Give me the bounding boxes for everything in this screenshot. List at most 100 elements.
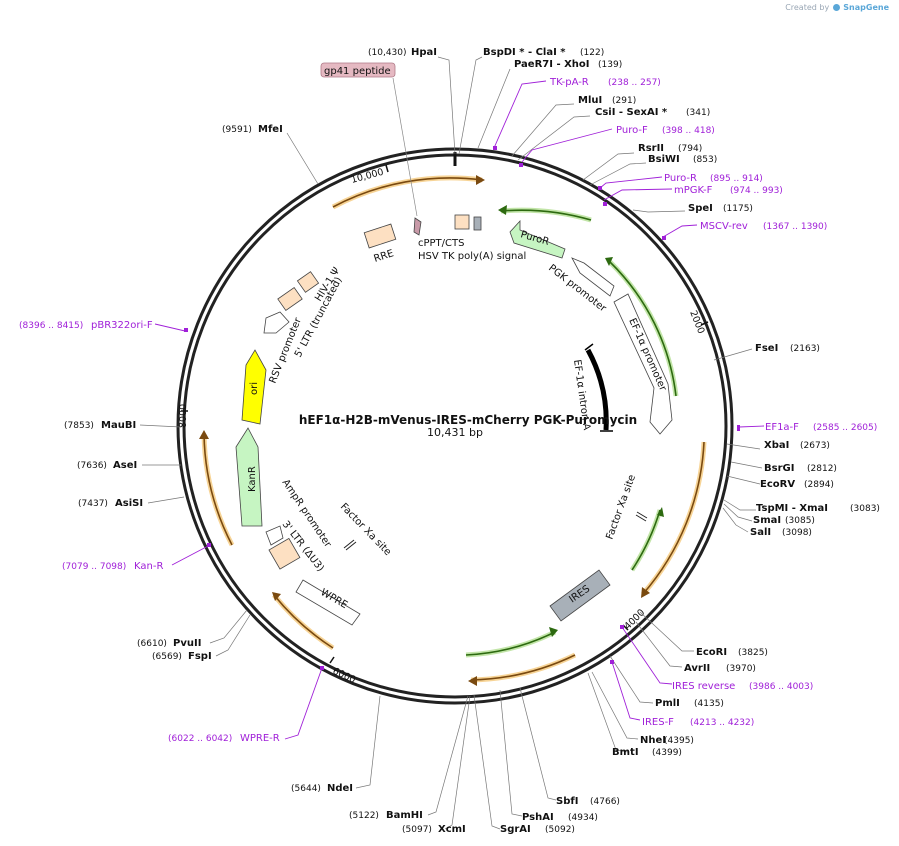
kanr-feature <box>235 427 263 527</box>
map-size: 10,431 bp <box>427 426 483 439</box>
site-pos-xcmi: (5097) <box>402 825 432 835</box>
site-pos-asei: (7636) <box>77 461 107 471</box>
site-xcmi: XcmI <box>438 824 466 835</box>
tick-label-8000: 8000 <box>178 404 189 428</box>
ampr-promoter-feature <box>265 525 284 546</box>
rre-label: RRE <box>373 248 396 265</box>
site-sbfi: SbfI <box>556 796 578 807</box>
site-bamhi: BamHI <box>386 810 423 821</box>
site-pos-sgrai: (5092) <box>545 825 575 835</box>
site-asei: AseI <box>113 460 137 471</box>
site-pos-paer7i: (139) <box>598 60 622 70</box>
primer-kan-r: Kan-R <box>134 561 163 572</box>
site-bsrgi: BsrGI <box>764 463 794 474</box>
site-pos-mlui: (291) <box>612 96 636 106</box>
site-pos-pshai: (4934) <box>568 813 598 823</box>
site-pos-ndei: (5644) <box>291 784 321 794</box>
site-mfei: MfeI <box>258 124 283 135</box>
site-pos-pvuii: (6610) <box>137 639 167 649</box>
gp41-tag <box>320 62 396 78</box>
tick-label-6000: 6000 <box>331 666 358 686</box>
site-ecorv: EcoRV <box>760 479 795 490</box>
primer-pos-puro-r: (895 .. 914) <box>710 174 763 184</box>
primer-markers <box>184 146 740 670</box>
site-maubi: MauBI <box>101 420 136 431</box>
site-avrii: AvrII <box>684 663 710 674</box>
site-pos-mfei: (9591) <box>222 125 252 135</box>
tick-label-2000: 2000 <box>687 309 706 336</box>
primer-pbr322ori-f: pBR322ori-F <box>91 320 153 331</box>
site-bspdi-clai: BspDI * - ClaI * <box>483 47 566 58</box>
site-fspi: FspI <box>188 651 212 662</box>
site-pmli: PmlI <box>655 698 680 709</box>
kanr-label: KanR <box>247 466 258 492</box>
position-ticks <box>181 164 709 664</box>
orf-arcs-orange <box>201 175 707 683</box>
primers: TK-pA-R (238 .. 257) Puro-F (398 .. 418)… <box>19 77 877 744</box>
site-sgrai: SgrAI <box>500 824 531 835</box>
primer-mpgk-f: mPGK-F <box>674 185 713 196</box>
site-mlui: MluI <box>578 95 602 106</box>
site-rsrii: RsrII <box>638 143 664 154</box>
factor-xa-right-label: Factor Xa site <box>604 473 638 541</box>
snapgene-logo-icon <box>832 4 840 11</box>
hsvtk-label: HSV TK poly(A) signal <box>418 251 526 262</box>
primer-pos-pbr322ori-f: (8396 .. 8415) <box>19 321 83 331</box>
snapgene-credit: Created by SnapGene <box>785 3 889 12</box>
site-pos-nhei: (4395) <box>664 736 694 746</box>
pgk-promoter-feature <box>571 257 615 297</box>
site-pos-bsiwi: (853) <box>693 155 717 165</box>
primer-leaders <box>154 80 765 740</box>
site-pos-hpai: (10,430) <box>368 48 407 58</box>
primer-mscv-rev: MSCV-rev <box>700 221 748 232</box>
primer-pos-mpgk-f: (974 .. 993) <box>730 186 783 196</box>
primer-pos-tk-pa-r: (238 .. 257) <box>608 78 661 88</box>
site-spei: SpeI <box>688 203 713 214</box>
hsvtk-feature <box>454 214 470 230</box>
primer-pos-ires-f: (4213 .. 4232) <box>690 718 754 728</box>
map-title: hEF1α-H2B-mVenus-IRES-mCherry PGK-Puromy… <box>299 413 637 427</box>
ori-label: ori <box>249 382 260 395</box>
orf-arrowheads-orange <box>199 175 650 686</box>
site-paer7i-xhoi: PaeR7I - XhoI <box>514 59 590 70</box>
ltr3-feature <box>268 537 301 570</box>
primer-pos-ires-reverse: (3986 .. 4003) <box>749 682 813 692</box>
site-sali: SalI <box>750 527 771 538</box>
site-pos-avrii: (3970) <box>726 664 756 674</box>
factor-xa-site-left <box>343 539 357 551</box>
site-pos-asisi: (7437) <box>78 499 108 509</box>
ef1a-intron-feature <box>585 348 609 431</box>
site-ndei: NdeI <box>327 783 353 794</box>
site-leaders <box>139 56 763 830</box>
site-nhei: NheI <box>640 735 666 746</box>
site-pos-tspmi: (3083) <box>850 504 880 514</box>
site-csii-sexai: CsiI - SexAI * <box>595 107 668 118</box>
site-ecori: EcoRI <box>696 647 727 658</box>
primer-ires-f: IRES-F <box>642 717 674 728</box>
site-pos-ecori: (3825) <box>738 648 768 658</box>
site-tspmi-xmai: TspMI - XmaI <box>756 503 828 514</box>
site-hpai: HpaI <box>411 47 437 58</box>
site-pos-pmli: (4135) <box>694 699 724 709</box>
orf-arrowheads-green <box>498 205 664 637</box>
site-pos-bsrgi: (2812) <box>807 464 837 474</box>
factor-xa-site-right <box>635 511 648 522</box>
primer-pos-mscv-rev: (1367 .. 1390) <box>763 222 827 232</box>
pgk-label: PGK promoter <box>546 263 609 315</box>
restriction-sites: (10,430) HpaI BspDI * - ClaI * (122) Pae… <box>64 47 880 835</box>
primer-puro-r: Puro-R <box>664 173 697 184</box>
gp41-label: gp41 peptide <box>324 66 391 77</box>
primer-tk-pa-r: TK-pA-R <box>549 77 589 88</box>
credit-brand: SnapGene <box>843 3 889 12</box>
site-pos-ecorv: (2894) <box>804 480 834 490</box>
site-pos-bmti: (4399) <box>652 748 682 758</box>
site-pshai: PshAI <box>522 812 554 823</box>
cppt-feature <box>413 217 422 236</box>
hiv-psi-feature <box>277 271 320 312</box>
site-bsiwi: BsiWI <box>648 154 680 165</box>
ef1a-promoter-feature <box>613 293 673 435</box>
orf-arcs-green <box>465 207 679 658</box>
puror-feature <box>509 219 566 259</box>
orf-arc-left <box>201 433 235 547</box>
